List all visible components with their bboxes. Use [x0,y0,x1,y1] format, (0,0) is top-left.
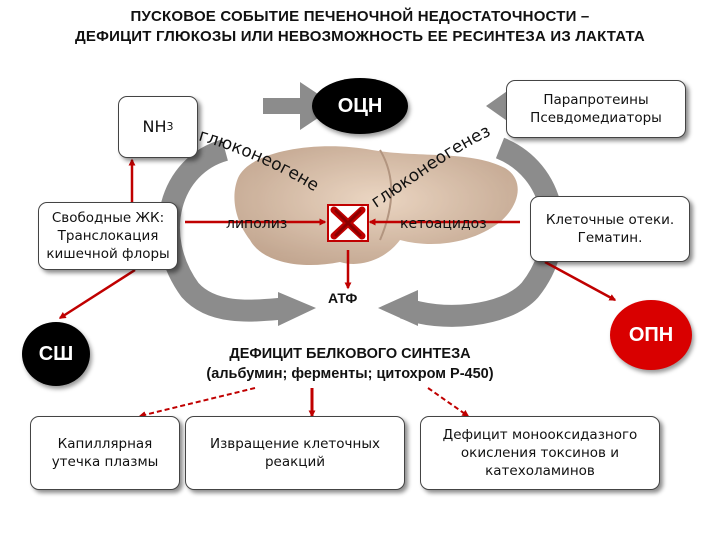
atp-label: АТФ [328,290,358,306]
opn-oval: ОПН [610,300,692,370]
monooxygenase-box: Дефицит монооксидазного окисления токсин… [420,416,660,490]
cell-edema-box: Клеточные отеки. Гематин. [530,196,690,262]
cell-reaction-box: Извращение клеточных реакций [185,416,405,490]
cell-edema-label: Клеточные отеки. Гематин. [545,211,675,246]
nh3-subscript: 3 [166,119,174,133]
ocn-label: ОЦН [337,94,383,117]
liver-image [234,146,518,266]
ketoacidosis-label: кетоацидоз [400,216,487,232]
arrow-to-monooxygenase [427,387,470,417]
monooxygenase-label: Дефицит монооксидазного окисления токсин… [442,426,638,480]
protein-deficit-detail: (альбумин; ферменты; цитохром Р-450) [206,366,494,382]
arrow-to-capillary [138,387,256,419]
arrow-to-opn [544,260,617,302]
cycle-arrow-right-head [378,290,418,326]
paraproteins-box: Парапротеины Псевдомедиаторы [506,80,686,138]
cycle-arc-right [400,137,564,327]
cycle-arrow-left-head [278,292,316,326]
sh-label: СШ [38,342,74,365]
opn-label: ОПН [628,323,674,346]
capillary-leak-label: Капиллярная утечка плазмы [51,435,159,470]
free-fatty-acids-label: Свободные ЖК: Транслокация кишечной флор… [46,209,170,263]
cell-reaction-label: Извращение клеточных реакций [210,435,380,470]
sh-oval: СШ [22,322,90,386]
lipolysis-label: липолиз [226,216,288,232]
protein-deficit-heading: ДЕФИЦИТ БЕЛКОВОГО СИНТЕЗА [229,346,471,362]
title-line-2: ДЕФИЦИТ ГЛЮКОЗЫ ИЛИ НЕВОЗМОЖНОСТЬ ЕЕ РЕС… [75,28,645,45]
block-x-icon [327,204,369,242]
arrow-to-sh [58,268,136,320]
free-fatty-acids-box: Свободные ЖК: Транслокация кишечной флор… [38,202,178,270]
ocn-oval: ОЦН [312,78,408,134]
paraproteins-label: Парапротеины Псевдомедиаторы [530,91,662,126]
nh3-label: NH [142,117,167,137]
cycle-arc-left [158,139,291,322]
capillary-leak-box: Капиллярная утечка плазмы [30,416,180,490]
title-line-1: ПУСКОВОЕ СОБЫТИЕ ПЕЧЕНОЧНОЙ НЕДОСТАТОЧНО… [130,8,590,25]
red-arrows [58,158,617,419]
